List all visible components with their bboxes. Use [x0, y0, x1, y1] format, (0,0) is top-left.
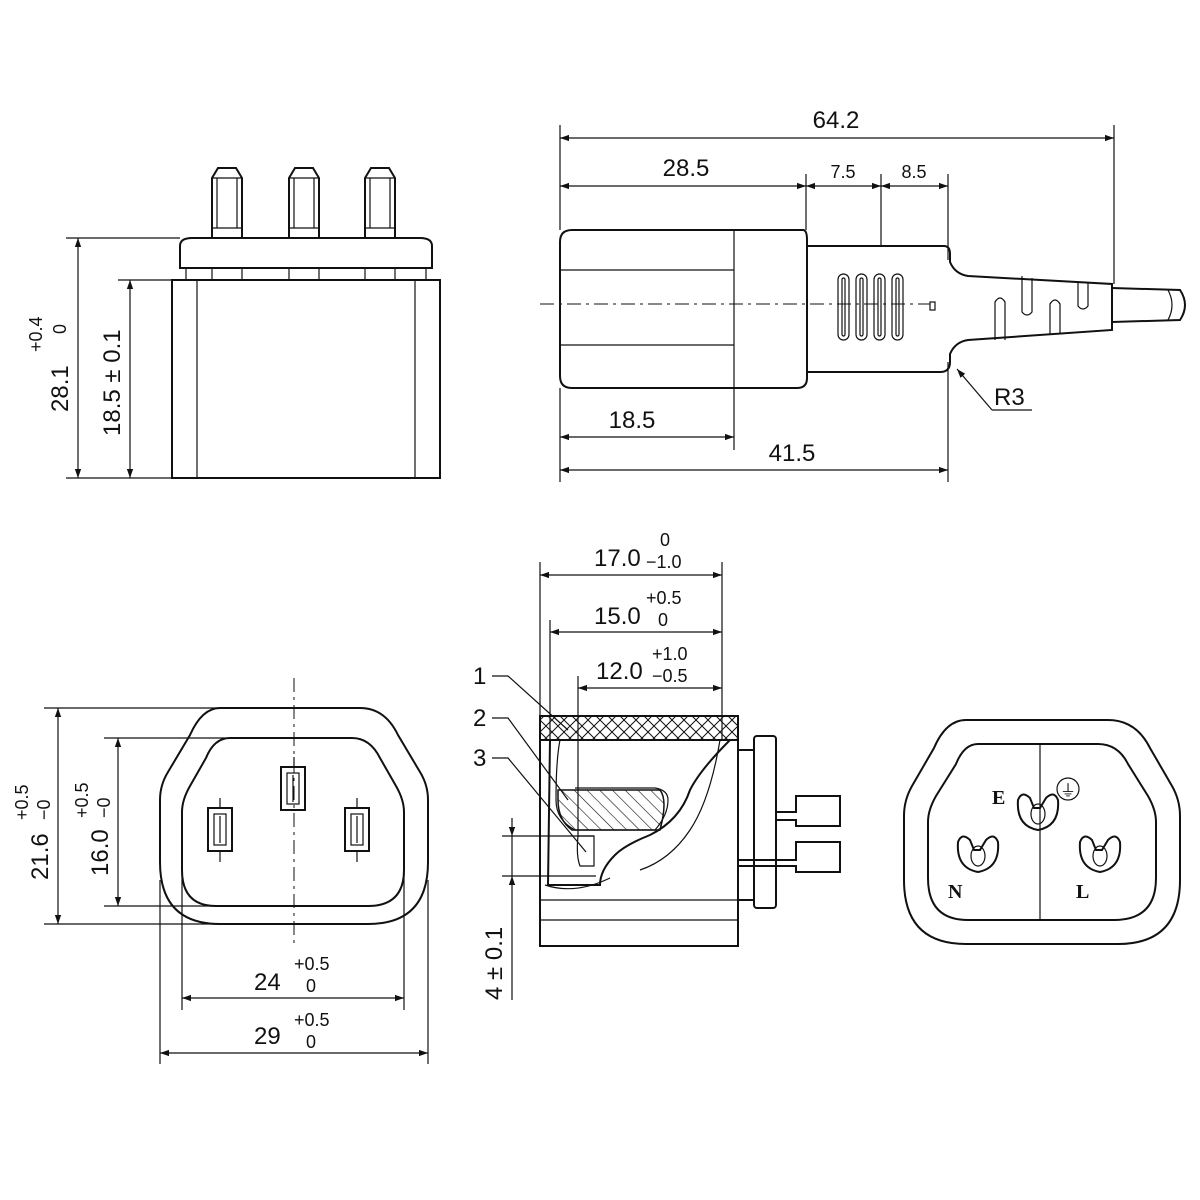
side-view-cable [1111, 287, 1186, 323]
callout-1: 1 [473, 663, 486, 690]
dim-29-tol-upper: +0.5 [294, 1010, 330, 1030]
dim-15-0: 15.0 [594, 603, 641, 630]
section-diagonal-hatch [557, 789, 665, 831]
dim-18-5-tol: 18.5 ± 0.1 [99, 329, 126, 436]
dim-15-0-tol-lower: 0 [658, 610, 668, 630]
dim-21-6-tol-lower: −0 [34, 799, 54, 820]
label-neutral: N [948, 881, 963, 903]
dim-17-0-tol-upper: 0 [660, 530, 670, 550]
side-view-ribs [994, 276, 1089, 340]
dim-41-5: 41.5 [769, 440, 816, 467]
dim-18-5-lower: 18.5 [609, 407, 656, 434]
front-view-outer-shell [159, 707, 429, 925]
front-view-inner-cavity [181, 737, 405, 907]
live-socket [1078, 835, 1122, 874]
section-crosshatch-band [539, 715, 739, 741]
dim-24-tol-upper: +0.5 [294, 954, 330, 974]
dim-12-0-tol-lower: −0.5 [652, 666, 688, 686]
section-pin-upper [776, 795, 841, 827]
dim-12-0-tol-upper: +1.0 [652, 644, 688, 664]
front-view-contacts [207, 757, 370, 862]
dim-r3: R3 [994, 384, 1025, 411]
dim-28-1: 28.1 [47, 365, 74, 412]
dim-29: 29 [254, 1023, 281, 1050]
top-view-body [171, 279, 441, 479]
dim-16-0-tol-lower: −0 [94, 797, 114, 818]
dim-24-tol-lower: 0 [306, 976, 316, 996]
callout-3: 3 [473, 745, 486, 772]
pin-face-inner [927, 743, 1157, 921]
top-view: 28.1 +0.4 0 18.5 ± 0.1 [26, 167, 441, 479]
dim-7-5: 7.5 [830, 162, 855, 182]
dim-15-0-tol-upper: +0.5 [646, 588, 682, 608]
callout-2: 2 [473, 705, 486, 732]
top-view-flange [179, 237, 433, 269]
side-view: 64.2 28.5 7.5 8.5 18.5 41.5 R3 [540, 107, 1186, 482]
neutral-socket [956, 835, 1000, 874]
dim-16-0: 16.0 [87, 829, 114, 876]
dim-17-0: 17.0 [594, 545, 641, 572]
earth-symbol-icon: ⏚ [1060, 781, 1076, 800]
dim-12-0: 12.0 [596, 658, 643, 685]
earth-symbol-circle [1056, 777, 1080, 801]
dim-28-1-tol-upper: +0.4 [26, 316, 46, 352]
dim-8-5: 8.5 [901, 162, 926, 182]
dim-21-6: 21.6 [27, 833, 54, 880]
section-flange [753, 735, 777, 909]
dim-16-0-tol-upper: +0.5 [72, 782, 92, 818]
front-view: 21.6 +0.5 −0 16.0 +0.5 −0 24 +0.5 0 29 +… [12, 678, 429, 1064]
side-view-vent-slots [837, 273, 904, 341]
pin-face-view: E ⏚ N L [903, 719, 1181, 945]
top-view-pins [211, 167, 396, 280]
dim-21-6-tol-upper: +0.5 [12, 784, 32, 820]
label-live: L [1076, 881, 1089, 903]
dim-24: 24 [254, 969, 281, 996]
dim-29-tol-lower: 0 [306, 1032, 316, 1052]
label-earth: E [992, 787, 1005, 809]
dim-4: 4 ± 0.1 [481, 927, 508, 1000]
section-pin-lower [738, 841, 841, 873]
section-view: 17.0 0 −1.0 15.0 +0.5 0 12.0 +1.0 −0.5 1… [473, 530, 841, 1000]
earth-socket [1016, 793, 1060, 832]
side-view-head [559, 229, 808, 389]
dim-17-0-tol-lower: −1.0 [646, 552, 682, 572]
dim-28-1-tol-lower: 0 [50, 324, 70, 334]
dim-64-2: 64.2 [813, 107, 860, 134]
dim-28-5: 28.5 [663, 155, 710, 182]
pin-face-outer-shell [903, 719, 1181, 945]
side-view-strain-relief [807, 245, 1113, 373]
